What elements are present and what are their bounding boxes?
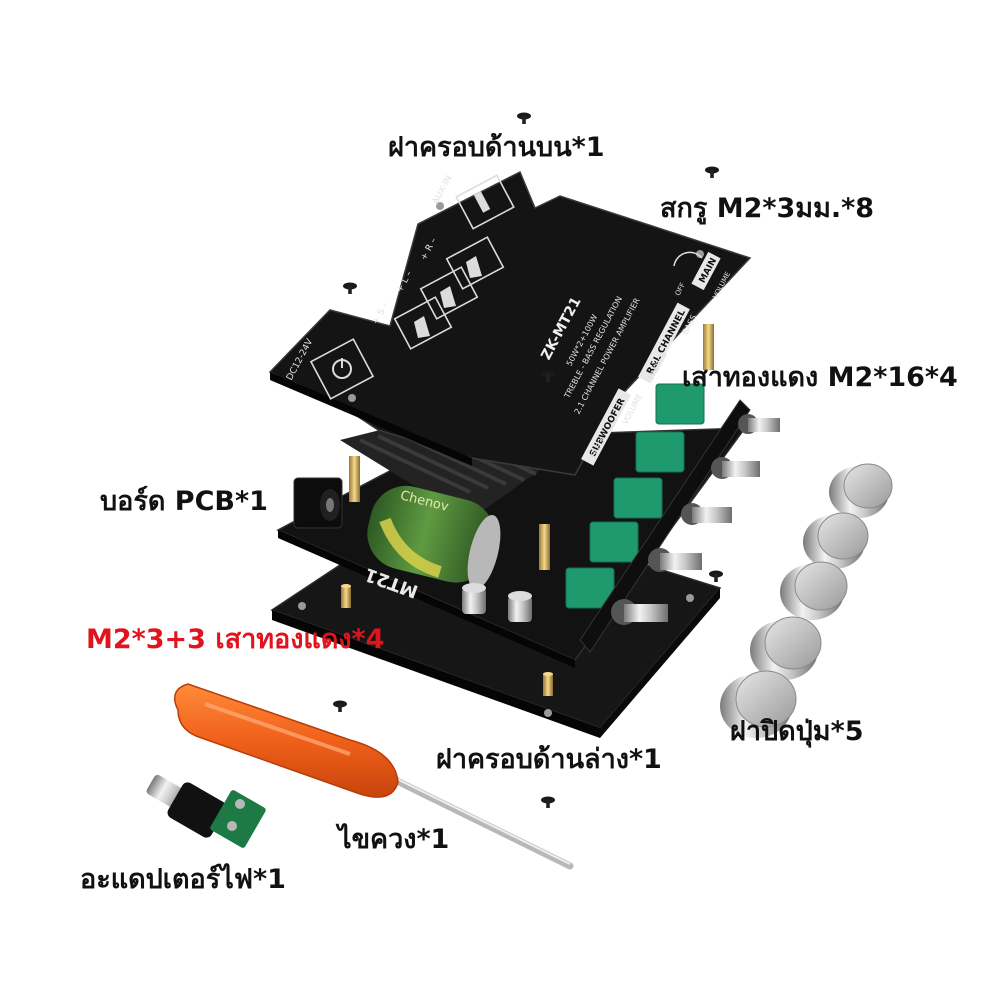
screwdriver-label: ไขควง*1: [338, 824, 450, 855]
pot-shaft: [681, 503, 732, 525]
knob-cap: [829, 463, 893, 518]
speaker-icon: [419, 266, 479, 320]
knob-caps-label: ฝาปิดปุ่ม*5: [730, 716, 864, 747]
screw: [709, 570, 723, 582]
potentiometer-block: [589, 521, 639, 563]
screwdriver: [173, 683, 574, 870]
pot-shaft: [738, 414, 780, 434]
power-icon: [309, 338, 375, 400]
potentiometer-block: [655, 383, 705, 425]
screw: [343, 282, 357, 294]
power-adapter-label: อะแดปเตอร์ไฟ*1: [80, 864, 286, 895]
brass-standoff: [349, 456, 360, 502]
knob-cap: [780, 561, 848, 620]
screw: [541, 370, 555, 382]
power-adapter: [146, 774, 266, 848]
screw: [517, 112, 531, 124]
screw: [705, 166, 719, 178]
speaker-icon: [445, 236, 505, 290]
aux-in-print: AUX-IN: [431, 174, 454, 206]
screw-label: สกรู M2*3มม.*8: [660, 193, 875, 224]
pot-shaft: [711, 457, 760, 479]
screw: [541, 796, 555, 808]
potentiometer-block: [565, 567, 615, 609]
main-volume-dial-icon: [673, 251, 703, 267]
main-badge: [691, 251, 721, 291]
rl-channel-badge: [638, 302, 690, 384]
brass-standoff: [703, 324, 714, 370]
speaker-icon: [393, 296, 453, 350]
short-brass-standoff: [543, 672, 553, 696]
potentiometer-block: [613, 477, 663, 519]
knob-cap: [750, 616, 822, 680]
bottom-cover-label: ฝาครอบด้านล่าง*1: [436, 744, 662, 775]
electrolytic-capacitor: Chenov: [367, 485, 501, 590]
short-brass-standoff: [341, 584, 351, 608]
short-standoff-label: M2*3+3 เสาทองแดง*4: [86, 624, 385, 655]
s-output-print: + S –: [371, 300, 391, 326]
top-cover-label: ฝาครอบด้านบน*1: [388, 132, 605, 163]
screw: [333, 700, 347, 712]
small-capacitor: [508, 591, 532, 622]
pcb-board: MT21 Chenov: [276, 383, 751, 668]
knob-cap: [720, 670, 797, 738]
small-capacitor: [462, 583, 486, 614]
subwoofer-badge: [581, 388, 631, 466]
heatsink: [340, 420, 540, 520]
brass-standoff: [539, 524, 550, 570]
aux-in-icon: [455, 174, 515, 230]
pot-shaft: [648, 548, 702, 572]
brass-standoff-label: เสาทองแดง M2*16*4: [682, 362, 958, 393]
knob-cap: [803, 512, 869, 569]
potentiometer-block: [635, 431, 685, 473]
pcb-board-label: บอร์ด PCB*1: [100, 486, 268, 517]
pot-shaft: [611, 599, 668, 625]
dc-power-jack: [293, 477, 343, 529]
